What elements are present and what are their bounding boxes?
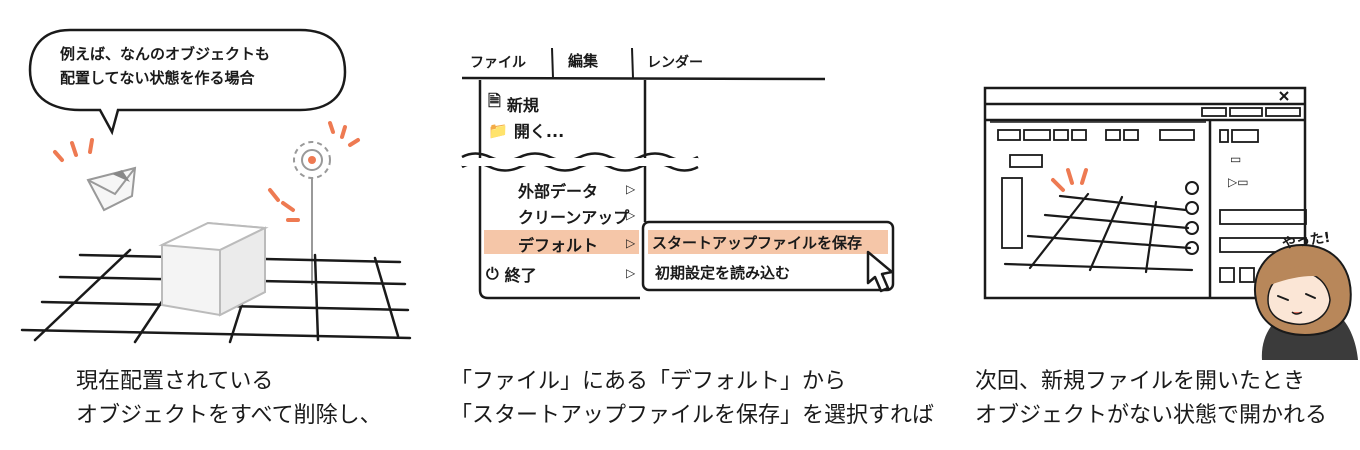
menu-item-new[interactable]: 🗎 新規 [488,90,539,117]
speech-bubble-text: 例えば、なんのオブジェクトも 配置してない状態を作る場合 [60,45,271,87]
envelope-icon [86,166,137,212]
menu-item-defaults[interactable]: デフォルト [518,236,599,255]
folder-icon: 📁 [488,120,508,140]
menu-item-quit[interactable]: ⏻ 終了 [486,264,537,285]
menu-edit[interactable]: 編集 [568,52,599,70]
menu-file[interactable]: ファイル [470,55,526,71]
new-file-icon: 🗎 [488,91,501,110]
panel-empty-scene: 例えば、なんのオブジェクトも 配置してない状態を作る場合 現在配置されている オ… [0,0,440,450]
panel-new-file: ▭ ▷▭ やった! [910,0,1360,450]
menu-render[interactable]: レンダー [647,55,703,71]
app-window [983,86,1307,300]
svg-text:▭: ▭ [1230,152,1241,166]
panel1-illustration [20,28,412,344]
chevron-right-icon: ▷ [626,182,636,196]
submenu-save-startup[interactable]: スタートアップファイルを保存 [652,234,863,252]
chevron-right-icon: ▷ [626,266,636,280]
panel-file-menu: ファイル 編集 レンダー 🗎 新規 📁 開く... 外部データ ▷ クリーンアッ… [440,0,934,450]
menu-item-clean-up[interactable]: クリーンアップ [518,208,630,227]
floor-grid [1003,192,1194,274]
submenu-load-factory[interactable]: 初期設定を読み込む [655,264,791,282]
panel3-illustration: ▭ ▷▭ [983,86,1358,360]
avatar [1253,243,1358,360]
chevron-right-icon: ▷ [626,236,636,250]
panel1-caption: 現在配置されている オブジェクトをすべて削除し、 [76,369,382,428]
power-icon: ⏻ [486,264,499,283]
menu-frame [461,47,895,300]
chevron-right-icon: ▷ [626,208,636,222]
lamp-icon [293,141,331,285]
panel2-caption: 「ファイル」にある「デフォルト」から 「スタートアップファイルを保存」を選択すれ… [450,369,935,428]
alert-marks-left [53,138,94,162]
panel3-caption: 次回、新規ファイルを開いたとき オブジェクトがない状態で開かれる [975,369,1328,428]
svg-text:▷▭: ▷▭ [1228,175,1249,189]
cursor-icon [866,250,894,293]
defaults-highlight [484,230,639,254]
cube-icon [158,221,269,317]
menu-item-external-data[interactable]: 外部データ [518,182,599,201]
close-icon [1279,91,1289,101]
menu-item-open[interactable]: 📁 開く... [488,120,565,142]
speech-bubble [28,28,347,136]
